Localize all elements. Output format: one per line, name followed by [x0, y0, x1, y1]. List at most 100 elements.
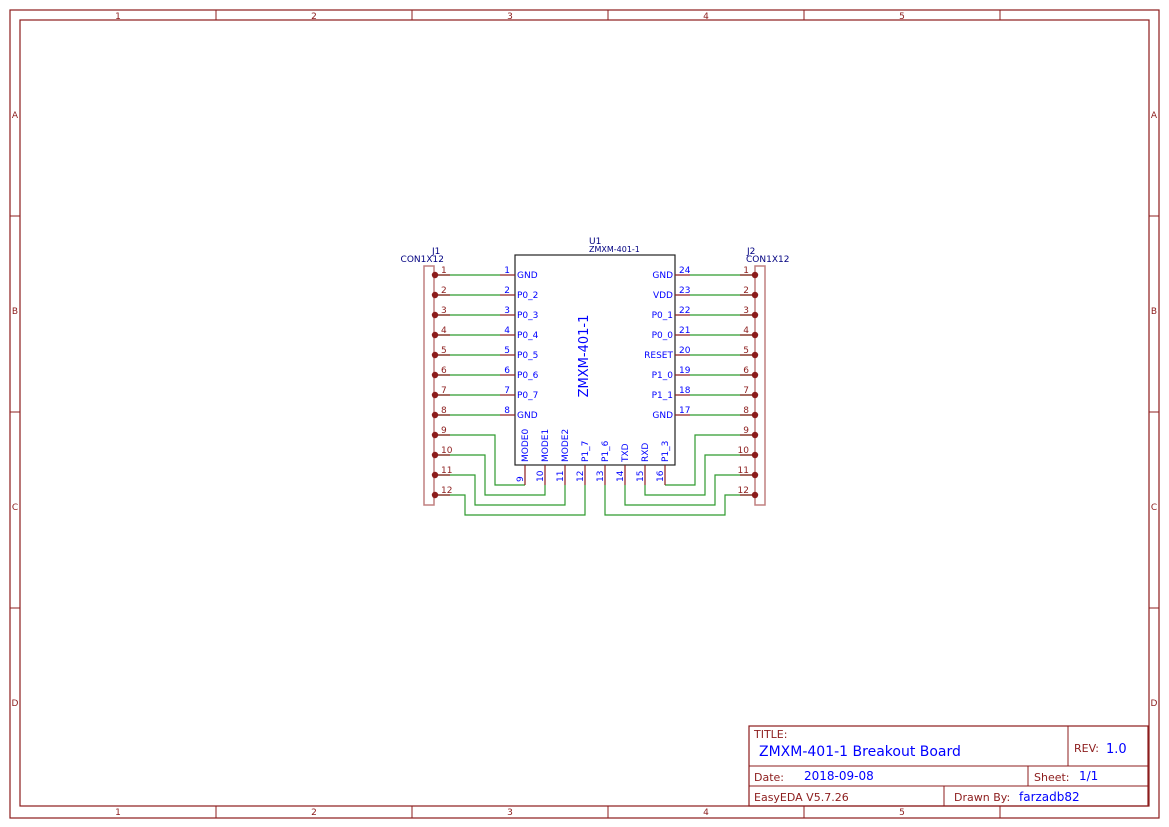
wire [644, 454, 755, 496]
column-label: 1 [115, 12, 121, 22]
u1-pin-name: P0_1 [652, 311, 673, 321]
connector-pin-number: 3 [441, 306, 447, 316]
u1-pin-number: 20 [679, 346, 691, 356]
column-label: 2 [311, 808, 317, 818]
rev-value: 1.0 [1106, 742, 1127, 757]
row-label: B [12, 307, 18, 317]
u1-pin-number: 23 [679, 286, 690, 296]
u1-pin-name: P0_4 [517, 331, 539, 341]
row-label: C [1151, 503, 1157, 513]
wire [435, 485, 586, 516]
wire [435, 474, 566, 506]
connector-pin-number: 11 [738, 466, 749, 476]
column-label: 5 [899, 808, 905, 818]
wire [604, 485, 755, 516]
date-label: Date: [754, 771, 784, 784]
column-label: 2 [311, 12, 317, 22]
connector-pin-number: 2 [743, 286, 749, 296]
column-label: 4 [703, 12, 709, 22]
row-label: A [1151, 111, 1158, 121]
sheet-value: 1/1 [1079, 769, 1098, 783]
u1-pin-number: 13 [596, 471, 606, 482]
u1-pin-number: 6 [504, 366, 510, 376]
wire [435, 454, 546, 496]
u1-pin-name: MODE2 [561, 429, 571, 462]
connector-pin-number: 5 [743, 346, 749, 356]
title-value: ZMXM-401-1 Breakout Board [759, 744, 961, 760]
row-label: D [12, 699, 19, 709]
connector-part-name: CON1X12 [746, 255, 789, 265]
u1-pin-number: 3 [504, 306, 510, 316]
u1-body [514, 254, 676, 466]
connector-pin-number: 9 [743, 426, 749, 436]
outer-border [9, 9, 1160, 819]
wire [435, 434, 525, 486]
u1-pin-name: GND [517, 271, 538, 281]
connector-pin-number: 11 [441, 466, 452, 476]
u1-pin-number: 1 [504, 266, 510, 276]
j1-body [423, 265, 435, 506]
u1-pin-number: 12 [576, 471, 586, 482]
drawn-by-value: farzadb82 [1019, 790, 1080, 804]
u1-pin-name: VDD [653, 291, 673, 301]
wire [665, 434, 755, 486]
u1-pin-name: GND [652, 411, 673, 421]
connector-pin-number: 3 [743, 306, 749, 316]
wire [624, 474, 755, 506]
u1-pin-name: MODE1 [541, 429, 551, 462]
column-label: 3 [507, 12, 513, 22]
u1-pin-number: 21 [679, 326, 690, 336]
u1-pin-number: 5 [504, 346, 510, 356]
drawn-by-label: Drawn By: [954, 791, 1010, 804]
title-label: TITLE: [753, 728, 787, 741]
u1-pin-name: P1_7 [581, 441, 591, 462]
inner-border [19, 19, 1150, 807]
connector-pin-number: 6 [441, 366, 447, 376]
row-label: C [12, 503, 18, 513]
connector-pin-number: 2 [441, 286, 447, 296]
j2-body [754, 265, 766, 506]
u1-designator: U1 [589, 237, 601, 247]
row-label: B [1151, 307, 1157, 317]
column-label: 3 [507, 808, 513, 818]
row-label: D [1151, 699, 1158, 709]
connector-pin-number: 12 [738, 486, 749, 496]
u1-pin-name: P1_1 [652, 391, 673, 401]
connector-pin-number: 9 [441, 426, 447, 436]
connector-pin-number: 8 [743, 406, 749, 416]
row-label: A [12, 111, 19, 121]
wires [435, 274, 755, 516]
connector-pin-number: 10 [738, 446, 750, 456]
u1-pin-name: P0_6 [517, 371, 539, 381]
column-label: 1 [115, 808, 121, 818]
u1-pin-name: MODE0 [521, 429, 531, 462]
u1-pin-number: 17 [679, 406, 690, 416]
u1-pin-number: 24 [679, 266, 691, 276]
u1-pin-number: 14 [616, 470, 626, 482]
u1-pin-number: 15 [636, 471, 646, 482]
u1-pin-number: 11 [556, 471, 566, 482]
connector-designator: J1 [431, 247, 440, 257]
u1-pin-number: 19 [679, 366, 691, 376]
u1-pin-name: P1_0 [652, 371, 674, 381]
connector-pin-number: 4 [441, 326, 447, 336]
connector-pin-number: 4 [743, 326, 749, 336]
u1-pin-number: 10 [536, 470, 546, 482]
connector-pin-number: 5 [441, 346, 447, 356]
u1-pin-name: P0_3 [517, 311, 538, 321]
u1-pin-name: P0_0 [652, 331, 674, 341]
u1-pin-name: P0_7 [517, 391, 538, 401]
column-label: 5 [899, 12, 905, 22]
connector-part-name: CON1X12 [401, 255, 444, 265]
u1-pin-number: 16 [656, 470, 666, 482]
u1-pin-number: 7 [504, 386, 510, 396]
rev-label: REV: [1074, 742, 1099, 755]
connector-pin-number: 1 [441, 266, 447, 276]
column-label: 4 [703, 808, 709, 818]
connector-pin-number: 7 [743, 386, 749, 396]
u1-pin-number: 9 [516, 476, 526, 482]
title-block: TITLE: ZMXM-401-1 Breakout Board REV: 1.… [748, 725, 1149, 807]
